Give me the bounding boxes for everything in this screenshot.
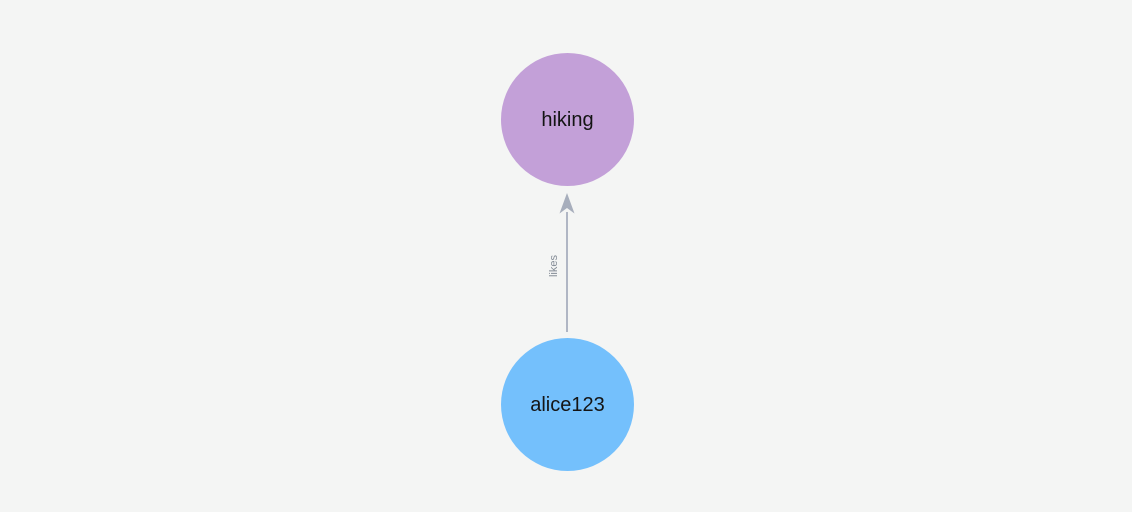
edge-arrowhead-icon xyxy=(559,193,575,214)
graph-node-hiking[interactable]: hiking xyxy=(501,53,634,186)
graph-node-label: alice123 xyxy=(530,393,605,416)
edge-alice123-likes-hiking[interactable] xyxy=(559,193,575,332)
edge-label-likes: likes xyxy=(548,255,560,278)
graph-node-alice123[interactable]: alice123 xyxy=(501,338,634,471)
graph-node-label: hiking xyxy=(541,108,594,131)
